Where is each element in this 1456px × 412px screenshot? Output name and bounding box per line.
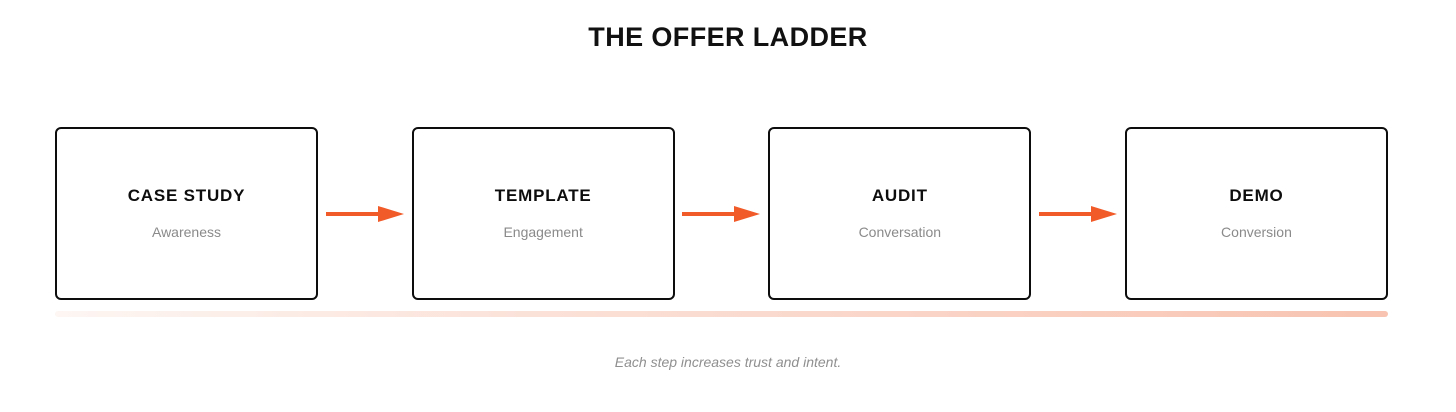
progress-gradient-bar (55, 311, 1388, 317)
arrow-right-icon (325, 204, 404, 224)
step-subtitle: Conversion (1221, 224, 1292, 240)
footer-caption: Each step increases trust and intent. (614, 354, 842, 370)
page-title: THE OFFER LADDER (588, 22, 868, 52)
step-subtitle: Conversation (858, 224, 942, 240)
connector-2 (675, 127, 768, 300)
ladder-step-audit[interactable]: AUDIT Conversation (768, 127, 1032, 300)
ladder-step-template[interactable]: TEMPLATE Engagement (411, 127, 675, 300)
arrow-right-icon (682, 204, 761, 224)
offer-ladder-flow: CASE STUDY Awareness TEMPLATE Engagement (55, 127, 1388, 300)
step-subtitle: Engagement (503, 224, 583, 240)
connector-1 (318, 127, 411, 300)
step-label: CASE STUDY (127, 186, 246, 205)
step-label: AUDIT (871, 186, 928, 205)
step-label: TEMPLATE (494, 186, 592, 205)
ladder-step-case-study[interactable]: CASE STUDY Awareness (55, 127, 318, 300)
ladder-step-demo[interactable]: DEMO Conversion (1124, 127, 1388, 300)
arrow-right-icon (1039, 204, 1118, 224)
step-label: DEMO (1229, 186, 1284, 205)
connector-3 (1032, 127, 1125, 300)
step-subtitle: Awareness (151, 224, 221, 240)
